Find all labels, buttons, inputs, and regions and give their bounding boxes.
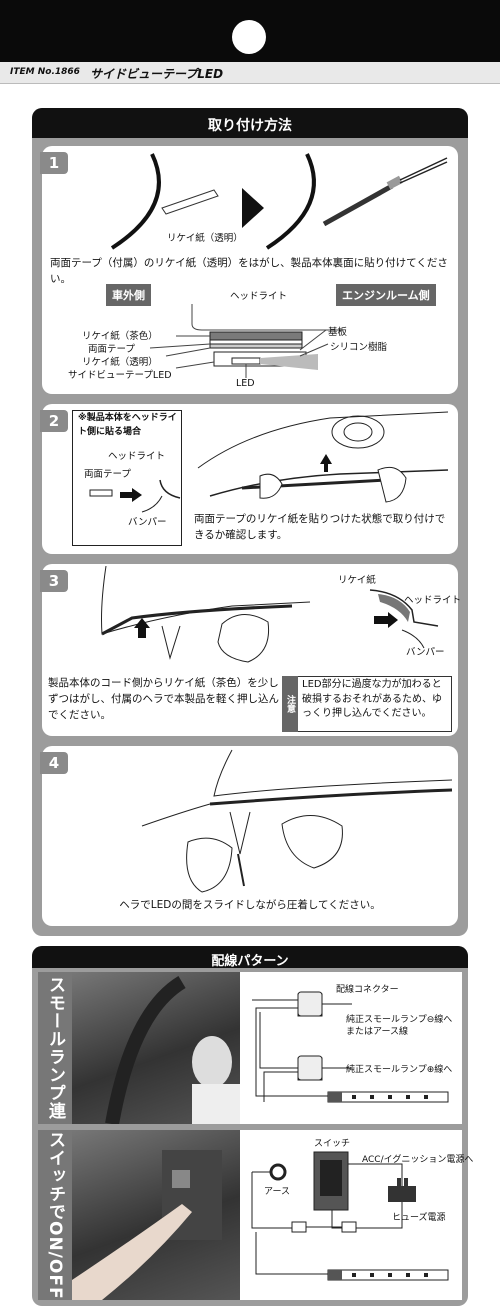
step-2: 2 ※製品本体をヘッドライト側に貼る場合 ヘッドライト 両面テープ バンパー 両… xyxy=(40,404,458,554)
step3-detail-diagram xyxy=(369,589,439,649)
step4-instruction: ヘラでLEDの間をスライドしながら圧着してください。 xyxy=(119,899,381,911)
caution-box xyxy=(282,676,452,732)
step2-illustration xyxy=(197,411,449,503)
or-earth-label: またはアース線 xyxy=(346,1027,409,1037)
engine-side-label: エンジンルーム側 xyxy=(336,284,436,306)
install-title: 取り付け方法 xyxy=(208,118,292,134)
small-lamp-label: スモールランプ連動 xyxy=(11,972,72,1124)
item-number: ITEM No.1866 xyxy=(10,67,80,77)
step2-inset-box xyxy=(72,410,182,546)
step3-illustration xyxy=(101,566,311,663)
small-lamp-wiring-diagram xyxy=(252,991,449,1103)
headlight-label: ヘッドライト xyxy=(230,291,288,302)
install-header: 取り付け方法 xyxy=(32,108,468,138)
outer-side-label: 車外側 xyxy=(106,284,151,306)
switch-wiring-diagram xyxy=(251,1151,449,1281)
step2-headlight-label: ヘッドライト xyxy=(108,451,166,462)
steering-wheel-icon xyxy=(105,976,240,1126)
step3-bumper-label: バンパー xyxy=(406,647,445,658)
step2-note: ※製品本体をヘッドライト側に貼る場合 xyxy=(78,413,177,437)
acc-label: ACC/イグニッション電源へ xyxy=(362,1155,474,1165)
step1-arrow-icon xyxy=(242,188,264,228)
install-panel: 取り付け方法 1 リケイ紙（透明） 両面テープ（付属）のリケイ紙（透明）をはがし… xyxy=(32,108,468,936)
minus-line-label: 純正スモールランプ⊖線へ xyxy=(346,1015,453,1025)
connector-label: 配線コネクター xyxy=(336,985,399,995)
step1-instruction: 両面テープ（付属）のリケイ紙（透明）をはがし、製品本体裏面に貼り付けてください。 xyxy=(50,257,448,285)
wiring-panel: 配線パターン スモールランプ連動 配線コネクター 純 xyxy=(11,946,473,1306)
step-number: 2 xyxy=(40,410,68,432)
product-led-label: サイドビューテープLED xyxy=(68,370,172,381)
plus-line-label: 純正スモールランプ⊕線へ xyxy=(346,1065,453,1075)
silicone-label: シリコン樹脂 xyxy=(330,342,388,353)
substrate-label: 基板 xyxy=(328,327,348,338)
hand-pressing-icon xyxy=(72,1150,222,1300)
caution-text: LED部分に過度な力が加わると破損するおそれがあるため、ゆっくり押し込んでくださ… xyxy=(302,679,442,719)
step2-double-tape-label: 両面テープ xyxy=(84,469,131,480)
fuse-label: ヒューズ電源 xyxy=(392,1213,446,1223)
release-paper-label: リケイ紙（透明） xyxy=(167,233,243,244)
small-lamp-section: スモールランプ連動 配線コネクター 純正スモールランプ⊖線へ またはアー xyxy=(11,972,462,1126)
step-1: 1 リケイ紙（透明） 両面テープ（付属）のリケイ紙（透明）をはがし、製品本体裏面… xyxy=(40,146,458,394)
caution-label: 注意 xyxy=(282,676,298,732)
led-label: LED xyxy=(236,378,255,389)
step-4: 4 ヘラでLEDの間をスライドしながら圧着してください。 xyxy=(40,746,458,926)
switch-photo xyxy=(72,1130,240,1300)
item-bar: ITEM No.1866 サイドビューテープLED xyxy=(0,62,500,84)
step2-bumper-label: バンパー xyxy=(128,517,167,528)
product-name: サイドビューテープLED xyxy=(90,67,224,81)
double-tape-label: 両面テープ xyxy=(88,344,135,355)
wiring-header: 配線パターン xyxy=(32,946,468,969)
switch-device-label: スイッチ xyxy=(314,1139,351,1149)
step-number: 1 xyxy=(40,152,68,174)
switch-label: スイッチでON/OFF xyxy=(38,1130,72,1300)
step1-illustration xyxy=(110,153,448,250)
step-3: 3 リケイ紙 ヘッドライト バンパー 製品本体のコード側からリケイ紙（茶色）を少… xyxy=(40,564,462,736)
banner-circle-icon xyxy=(232,20,266,54)
step3-release-paper-label: リケイ紙 xyxy=(338,575,376,586)
step-number: 4 xyxy=(40,752,68,774)
paper-clear-label: リケイ紙（透明） xyxy=(82,357,158,368)
steering-photo xyxy=(72,972,240,1126)
step2-instruction: 両面テープのリケイ紙を貼りつけた状態で取り付けできるか確認します。 xyxy=(194,513,446,541)
step3-headlight-label: ヘッドライト xyxy=(404,595,462,606)
switch-section: スイッチでON/OFF xyxy=(38,1130,473,1300)
top-banner xyxy=(0,0,500,62)
step3-instruction: 製品本体のコード側からリケイ紙（茶色）を少しずつはがし、付属のヘラで本製品を軽く… xyxy=(48,677,279,721)
earth-label: アース xyxy=(264,1187,291,1197)
cross-section-diagram xyxy=(149,304,342,378)
wiring-title: 配線パターン xyxy=(211,954,289,969)
step-number: 3 xyxy=(40,570,68,592)
step4-illustration xyxy=(141,749,453,893)
step2-inset-diagram xyxy=(89,479,181,513)
paper-brown-label: リケイ紙（茶色） xyxy=(82,331,158,342)
